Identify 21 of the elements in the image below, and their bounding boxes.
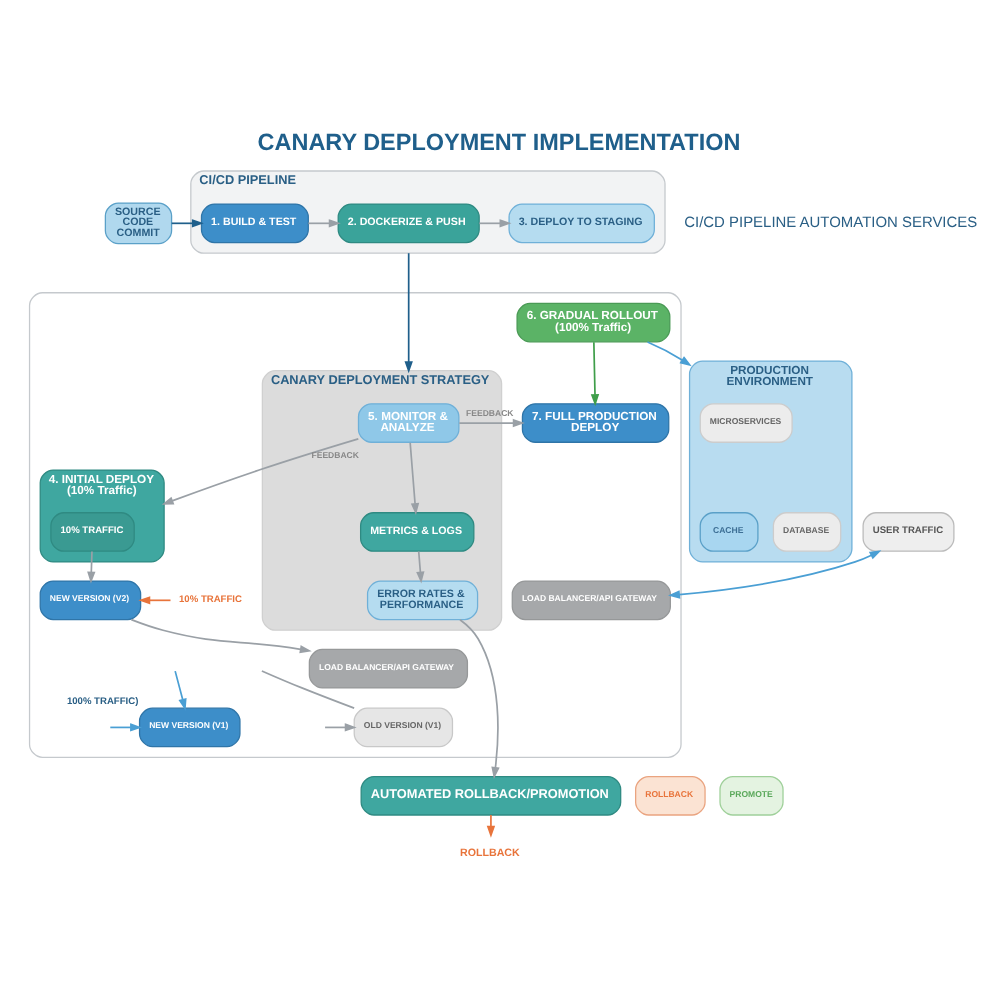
arrow <box>458 417 525 427</box>
arrow <box>138 595 172 604</box>
arrow <box>174 669 187 710</box>
arrow <box>130 617 312 653</box>
arrow <box>307 218 341 227</box>
arrow <box>404 251 413 373</box>
arrow <box>161 437 360 504</box>
arrow <box>646 340 692 366</box>
arrow <box>109 722 143 731</box>
arrow <box>668 549 882 598</box>
arrow <box>324 722 357 731</box>
arrow <box>409 440 420 515</box>
arrow <box>478 218 512 227</box>
arrow <box>170 218 204 227</box>
arrow <box>416 549 425 583</box>
diagram-title: CANARY DEPLOYMENT IMPLEMENTATION <box>257 129 741 156</box>
arrow <box>486 813 496 837</box>
arrow <box>87 549 96 583</box>
connector <box>261 669 356 708</box>
arrow <box>590 340 600 406</box>
arrow <box>459 617 500 778</box>
